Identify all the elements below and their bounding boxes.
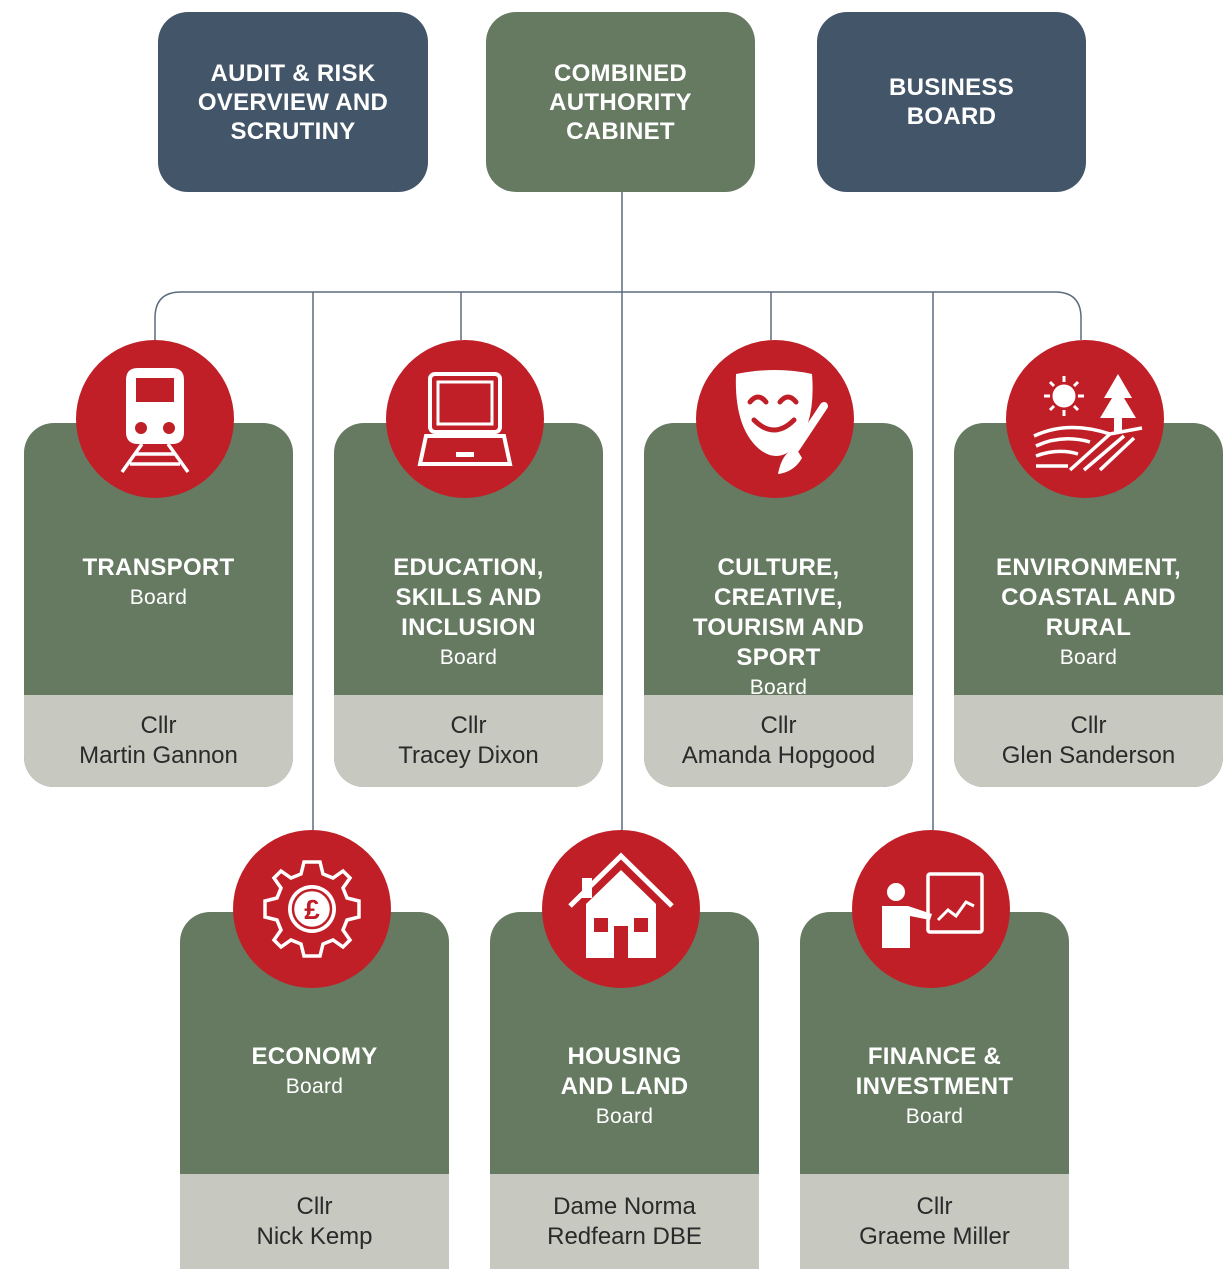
board-title: HOUSING AND LAND Board bbox=[490, 1012, 759, 1162]
board-chair: Dame Norma Redfearn DBE bbox=[490, 1174, 759, 1269]
business-board-box: BUSINESS BOARD bbox=[817, 12, 1086, 192]
environment-board-card: ENVIRONMENT, COASTAL AND RURAL Board Cll… bbox=[954, 423, 1223, 787]
combined-authority-cabinet-box: COMBINED AUTHORITY CABINET bbox=[486, 12, 755, 192]
board-chair: Cllr Martin Gannon bbox=[24, 695, 293, 787]
board-subtitle: Board bbox=[595, 1105, 654, 1128]
audit-risk-label: AUDIT & RISK OVERVIEW AND SCRUTINY bbox=[197, 59, 389, 145]
presentation-icon bbox=[852, 830, 1010, 988]
theatre-mask-icon bbox=[696, 340, 854, 498]
transport-board-card: TRANSPORT Board Cllr Martin Gannon bbox=[24, 423, 293, 787]
laptop-icon bbox=[386, 340, 544, 498]
board-subtitle: Board bbox=[129, 586, 188, 609]
audit-risk-box: AUDIT & RISK OVERVIEW AND SCRUTINY bbox=[158, 12, 428, 192]
landscape-icon bbox=[1006, 340, 1164, 498]
business-board-label: BUSINESS BOARD bbox=[888, 74, 1015, 130]
board-title: FINANCE & INVESTMENT Board bbox=[800, 1012, 1069, 1162]
svg-text:£: £ bbox=[304, 894, 320, 925]
board-subtitle: Board bbox=[439, 646, 498, 669]
board-subtitle: Board bbox=[1059, 646, 1118, 669]
finance-board-card: FINANCE & INVESTMENT Board Cllr Graeme M… bbox=[800, 912, 1069, 1269]
board-subtitle: Board bbox=[285, 1075, 344, 1098]
board-title: TRANSPORT Board bbox=[24, 523, 293, 643]
board-chair: Cllr Graeme Miller bbox=[800, 1174, 1069, 1269]
cabinet-label: COMBINED AUTHORITY CABINET bbox=[549, 59, 692, 145]
gear-pound-icon: £ bbox=[233, 830, 391, 988]
board-subtitle: Board bbox=[749, 676, 808, 699]
board-title: ECONOMY Board bbox=[180, 1012, 449, 1132]
board-chair: Cllr Amanda Hopgood bbox=[644, 695, 913, 787]
board-chair: Cllr Tracey Dixon bbox=[334, 695, 603, 787]
board-subtitle: Board bbox=[905, 1105, 964, 1128]
housing-board-card: HOUSING AND LAND Board Dame Norma Redfea… bbox=[490, 912, 759, 1269]
board-chair: Cllr Glen Sanderson bbox=[954, 695, 1223, 787]
board-title: EDUCATION, SKILLS AND INCLUSION Board bbox=[334, 523, 603, 703]
train-icon bbox=[76, 340, 234, 498]
board-title: CULTURE, CREATIVE, TOURISM AND SPORT Boa… bbox=[644, 523, 913, 733]
board-chair: Cllr Nick Kemp bbox=[180, 1174, 449, 1269]
house-icon bbox=[542, 830, 700, 988]
board-title: ENVIRONMENT, COASTAL AND RURAL Board bbox=[954, 523, 1223, 703]
